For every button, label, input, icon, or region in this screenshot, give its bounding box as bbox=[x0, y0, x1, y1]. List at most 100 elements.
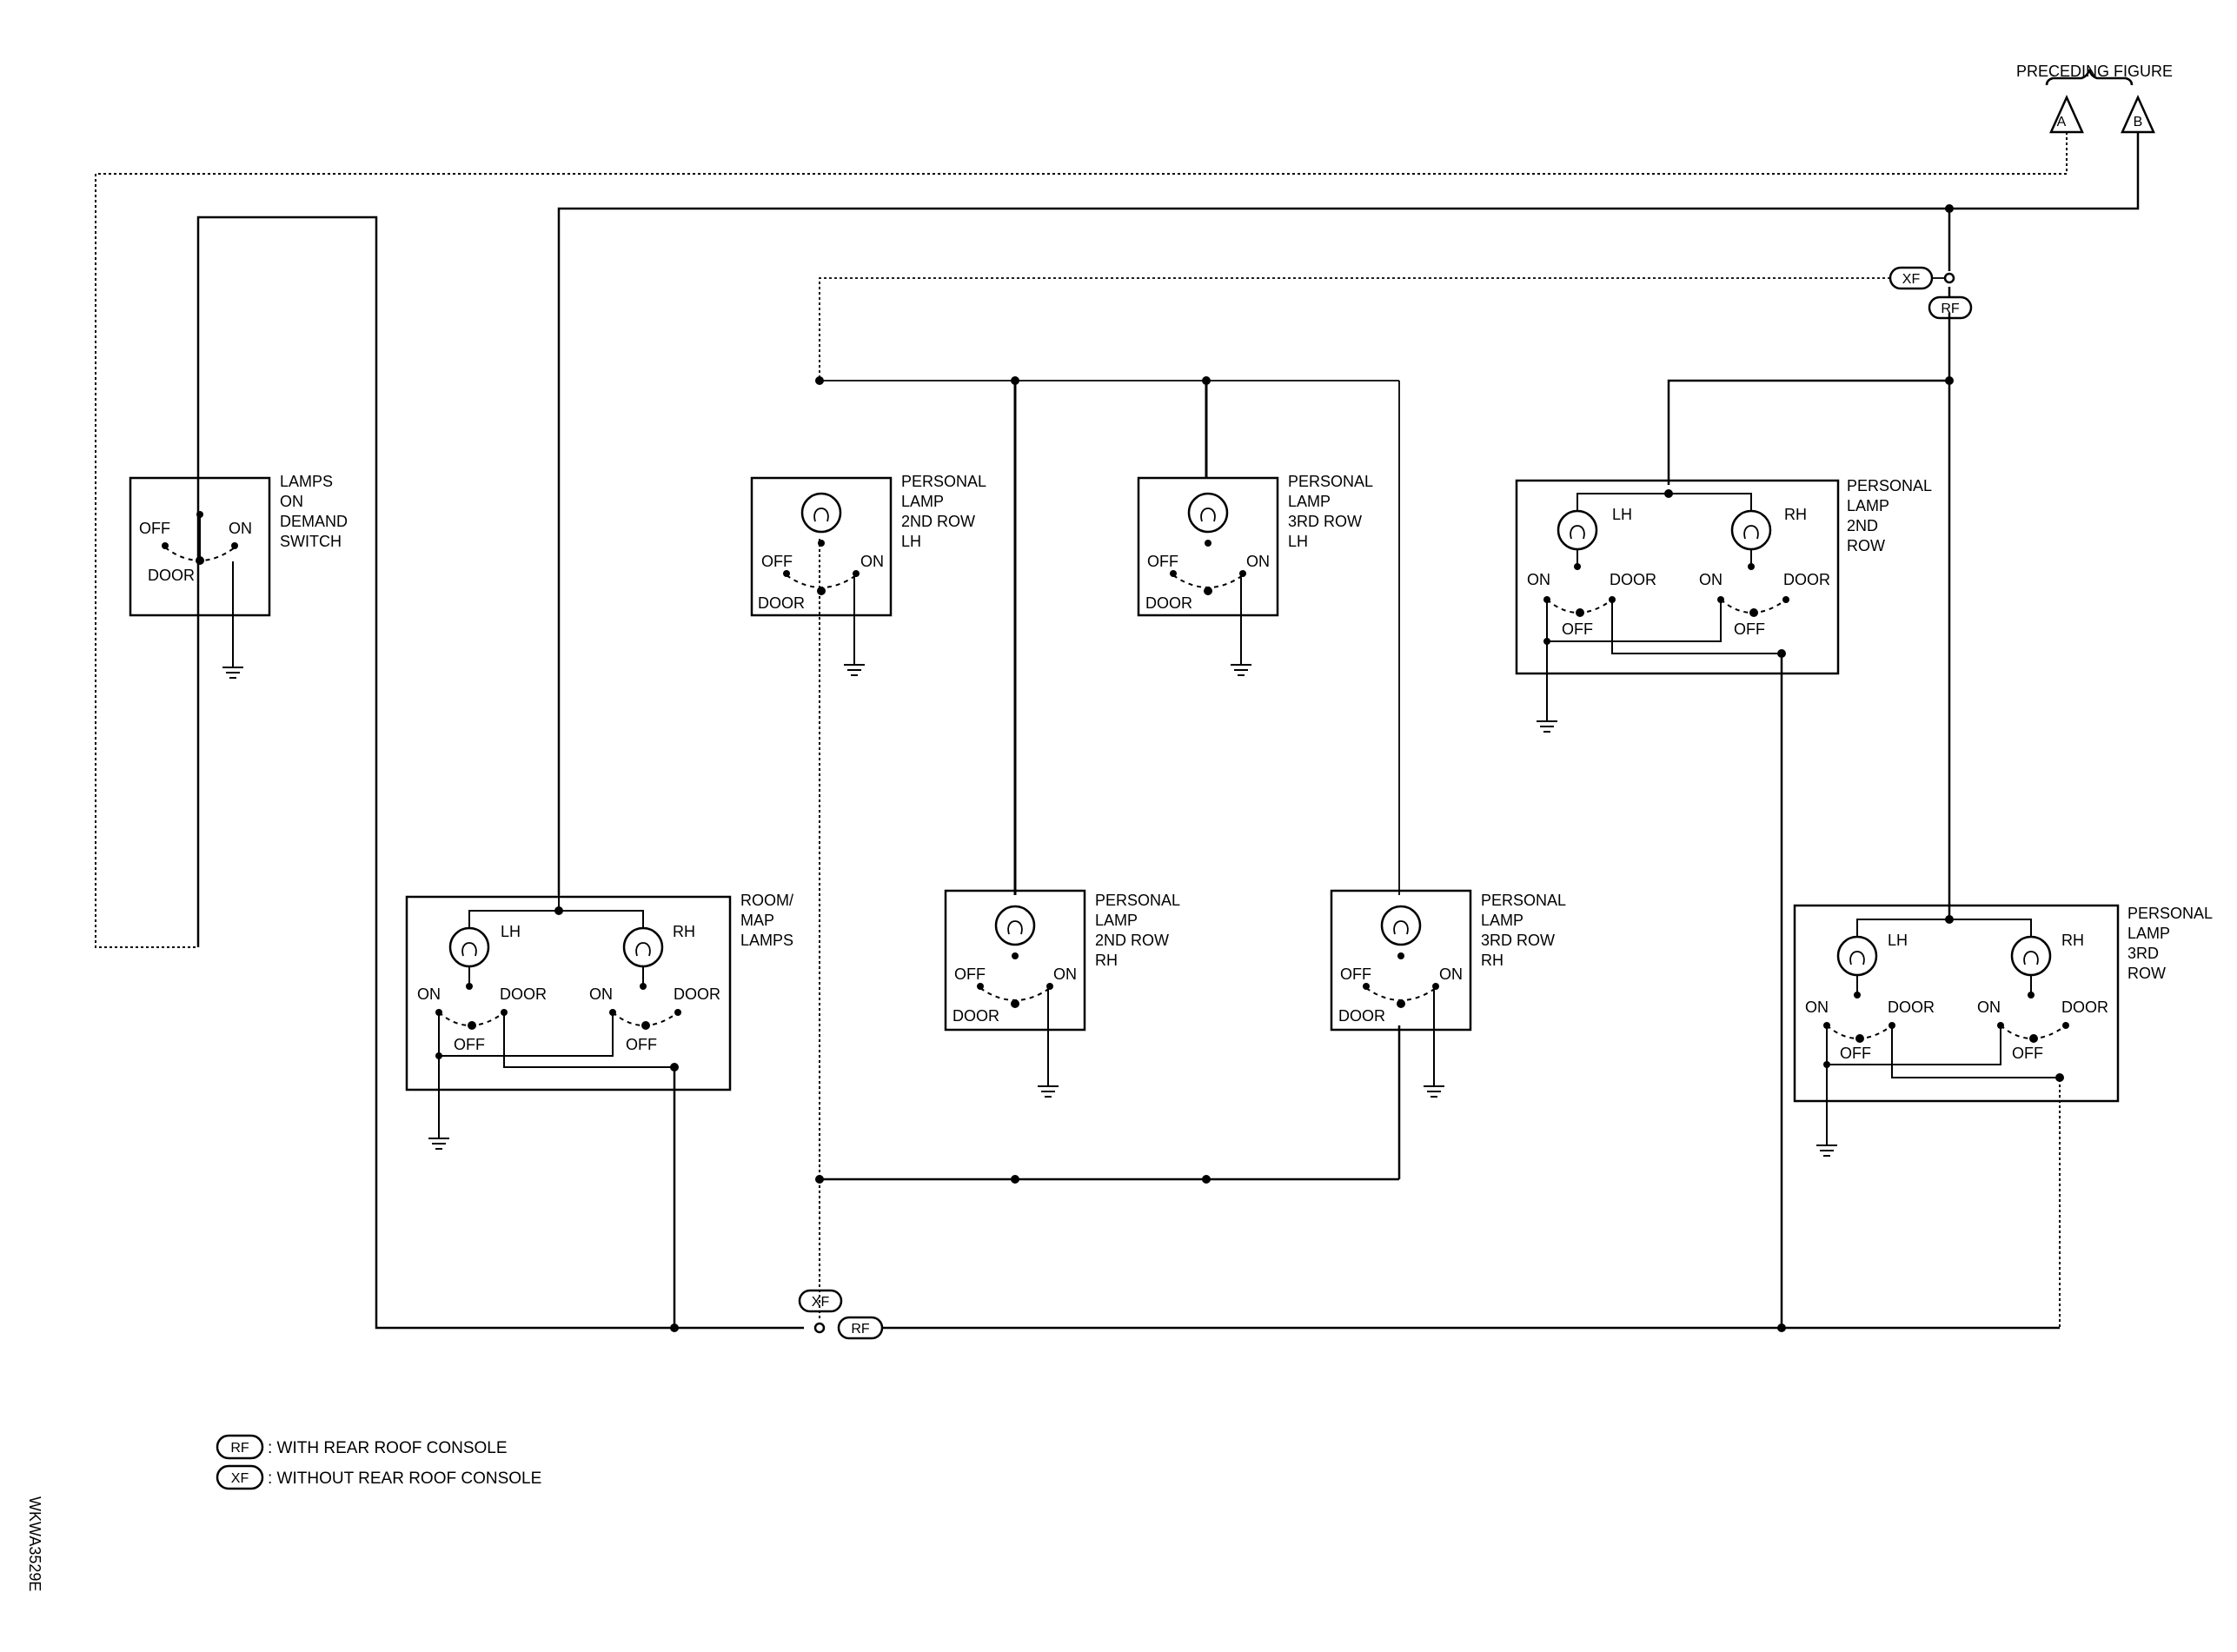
junction-dots bbox=[162, 204, 2069, 1332]
svg-text:ON: ON bbox=[280, 493, 303, 510]
svg-text:DOOR: DOOR bbox=[674, 985, 720, 1003]
xf-tag-bottom bbox=[798, 1289, 843, 1313]
lamp-3rd-rh bbox=[1380, 905, 1422, 946]
svg-text:PERSONAL: PERSONAL bbox=[901, 473, 986, 490]
svg-text:PERSONAL: PERSONAL bbox=[1481, 892, 1566, 909]
svg-text:OFF: OFF bbox=[1562, 620, 1593, 638]
svg-text:DEMAND: DEMAND bbox=[280, 513, 348, 530]
label-personal-2nd-lh: PERSONAL LAMP 2ND ROW LH bbox=[901, 473, 986, 550]
legend-rf-text: : WITH REAR ROOF CONSOLE bbox=[268, 1439, 508, 1457]
rf-tag-top-label: RF bbox=[1941, 302, 1960, 316]
svg-text:OFF: OFF bbox=[1734, 620, 1765, 638]
lamp-3rd-row-lh bbox=[1836, 935, 1878, 977]
lamps-on-demand-switch-box bbox=[129, 476, 271, 617]
legend-rf-code: RF bbox=[230, 1441, 249, 1456]
top-bus bbox=[820, 380, 1400, 895]
svg-text:3RD: 3RD bbox=[2127, 945, 2159, 962]
figure-code: WKWA3529E bbox=[26, 1496, 43, 1591]
svg-text:LH: LH bbox=[1612, 506, 1632, 523]
svg-text:LAMP: LAMP bbox=[1481, 912, 1523, 929]
preceding-figure-bracket bbox=[2045, 69, 2134, 86]
svg-text:ON: ON bbox=[229, 520, 252, 537]
demand-switch-wire bbox=[196, 216, 804, 1330]
xf-branch-wire bbox=[819, 277, 1890, 381]
label-personal-3rd-row: PERSONAL LAMP 3RD ROW bbox=[2127, 905, 2213, 982]
svg-text:LAMPS: LAMPS bbox=[740, 932, 793, 949]
svg-text:PERSONAL: PERSONAL bbox=[1095, 892, 1180, 909]
svg-text:PERSONAL: PERSONAL bbox=[1288, 473, 1373, 490]
lamp-3rd-lh bbox=[1187, 492, 1229, 534]
svg-text:2ND: 2ND bbox=[1847, 517, 1878, 534]
svg-text:OFF: OFF bbox=[2012, 1045, 2043, 1062]
svg-text:ON: ON bbox=[860, 553, 884, 570]
lamp-2nd-row-rh bbox=[1730, 509, 1772, 551]
svg-text:MAP: MAP bbox=[740, 912, 774, 929]
lamp-2nd-lh bbox=[800, 492, 842, 534]
xf-tag-top-label: XF bbox=[1902, 272, 1921, 287]
svg-text:LH: LH bbox=[901, 533, 921, 550]
xf-tag-bottom-label: XF bbox=[812, 1295, 830, 1310]
svg-text:3RD ROW: 3RD ROW bbox=[1481, 932, 1555, 949]
svg-text:OFF: OFF bbox=[761, 553, 793, 570]
svg-text:LH: LH bbox=[501, 923, 521, 940]
svg-text:DOOR: DOOR bbox=[758, 594, 805, 612]
personal-lamp-2nd-lh-box bbox=[750, 476, 893, 617]
svg-text:ON: ON bbox=[1977, 998, 2001, 1016]
svg-text:DOOR: DOOR bbox=[500, 985, 547, 1003]
svg-text:RH: RH bbox=[2061, 932, 2084, 949]
svg-text:ON: ON bbox=[1053, 965, 1077, 983]
svg-text:2ND ROW: 2ND ROW bbox=[901, 513, 975, 530]
lamp-3rd-row-rh bbox=[2010, 935, 2052, 977]
legend-xf-code: XF bbox=[231, 1471, 249, 1486]
svg-text:ROW: ROW bbox=[2127, 965, 2166, 982]
circuit-b-wire bbox=[557, 132, 2140, 919]
bottom-bus bbox=[820, 1025, 1401, 1181]
svg-text:LAMP: LAMP bbox=[1095, 912, 1138, 929]
connector-a-label: A bbox=[2057, 115, 2067, 129]
svg-text:ON: ON bbox=[1527, 571, 1550, 588]
svg-text:DOOR: DOOR bbox=[148, 567, 195, 584]
svg-text:PERSONAL: PERSONAL bbox=[1847, 477, 1932, 494]
svg-text:DOOR: DOOR bbox=[1783, 571, 1830, 588]
svg-text:3RD ROW: 3RD ROW bbox=[1288, 513, 1362, 530]
svg-text:LAMP: LAMP bbox=[1847, 497, 1889, 514]
personal-lamp-3rd-row-box bbox=[1793, 904, 2120, 1103]
label-personal-2nd-rh: PERSONAL LAMP 2ND ROW RH bbox=[1095, 892, 1180, 969]
legend-rf-symbol bbox=[216, 1434, 264, 1460]
personal-lamp-2nd-row-box bbox=[1515, 479, 1840, 675]
svg-text:LAMP: LAMP bbox=[901, 493, 944, 510]
svg-text:ON: ON bbox=[1699, 571, 1723, 588]
svg-text:DOOR: DOOR bbox=[1888, 998, 1935, 1016]
label-lamps-on-demand: LAMPS ON DEMAND SWITCH bbox=[280, 473, 348, 550]
rf-tag-bottom-label: RF bbox=[851, 1322, 870, 1337]
svg-text:OFF: OFF bbox=[626, 1036, 657, 1053]
svg-text:SWITCH: SWITCH bbox=[280, 533, 342, 550]
lamp-2nd-row-lh bbox=[1557, 509, 1598, 551]
rf-tag-bottom bbox=[837, 1316, 884, 1340]
svg-text:OFF: OFF bbox=[454, 1036, 485, 1053]
connector-a bbox=[2049, 94, 2084, 134]
svg-text:DOOR: DOOR bbox=[1338, 1007, 1385, 1025]
preceding-figure-label: PRECEDING FIGURE bbox=[2016, 63, 2173, 80]
legend-xf-text: : WITHOUT REAR ROOF CONSOLE bbox=[268, 1470, 541, 1488]
svg-text:DOOR: DOOR bbox=[1610, 571, 1656, 588]
room-map-lamps-box bbox=[405, 895, 732, 1091]
switch-state-labels: OFF ON DOOR OFF ON DOOR OFF ON DOOR OFF … bbox=[139, 506, 2108, 1062]
personal-lamp-2nd-rh-box bbox=[944, 889, 1086, 1032]
svg-text:ON: ON bbox=[589, 985, 613, 1003]
svg-text:LH: LH bbox=[1288, 533, 1308, 550]
circuit-a-wire bbox=[95, 132, 2068, 948]
personal-lamp-3rd-rh-box bbox=[1330, 889, 1472, 1032]
svg-text:ON: ON bbox=[1439, 965, 1463, 983]
svg-text:DOOR: DOOR bbox=[2061, 998, 2108, 1016]
connector-b-label: B bbox=[2134, 115, 2143, 129]
lamp-room-lh bbox=[448, 926, 490, 968]
svg-text:RH: RH bbox=[1481, 952, 1504, 969]
svg-text:PERSONAL: PERSONAL bbox=[2127, 905, 2213, 922]
rf-tag-top bbox=[1928, 295, 1973, 320]
svg-text:ON: ON bbox=[1246, 553, 1270, 570]
ground-symbols bbox=[222, 664, 1837, 1157]
svg-text:ON: ON bbox=[417, 985, 441, 1003]
svg-text:DOOR: DOOR bbox=[953, 1007, 999, 1025]
